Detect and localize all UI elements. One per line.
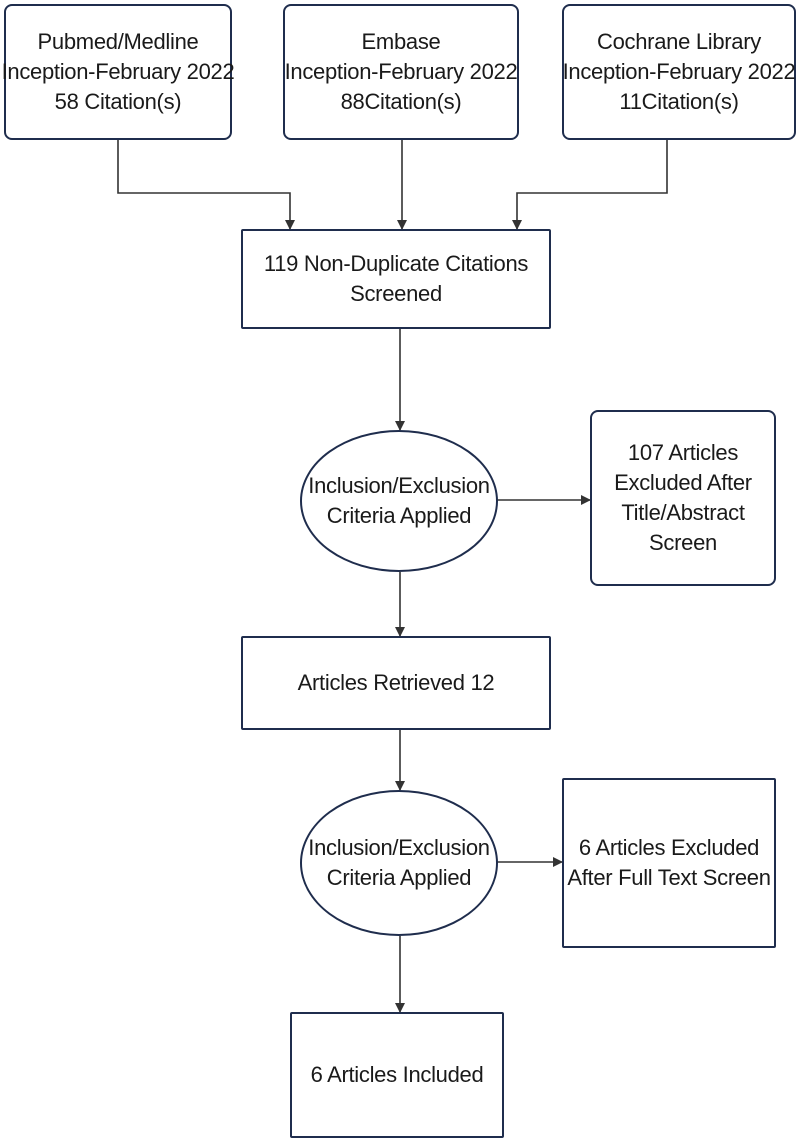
- excluded-1-line-4: Screen: [649, 530, 717, 555]
- source-pubmed-box: Pubmed/Medline Inception-February 2022 5…: [1, 4, 235, 140]
- criteria-1-line-1: Inclusion/Exclusion: [308, 473, 490, 498]
- excluded-2-line-2: After Full Text Screen: [567, 865, 771, 890]
- excluded-2-line-1: 6 Articles Excluded: [578, 835, 760, 860]
- screened-line-2: Screened: [350, 281, 442, 306]
- criteria-applied-oval-1: Inclusion/Exclusion Criteria Applied: [300, 430, 498, 572]
- source-embase-range: Inception-February 2022: [284, 59, 518, 84]
- source-cochrane-name: Cochrane Library: [597, 29, 761, 54]
- criteria-2-line-1: Inclusion/Exclusion: [308, 835, 490, 860]
- excluded-1-line-2: Excluded After: [614, 470, 752, 495]
- excluded-full-text-box: 6 Articles Excluded After Full Text Scre…: [562, 778, 776, 948]
- source-embase-box: Embase Inception-February 2022 88Citatio…: [283, 4, 519, 140]
- source-embase-name: Embase: [361, 29, 441, 54]
- excluded-1-line-1: 107 Articles: [627, 440, 739, 465]
- source-pubmed-name: Pubmed/Medline: [37, 29, 199, 54]
- articles-included-box: 6 Articles Included: [290, 1012, 504, 1138]
- excluded-1-line-3: Title/Abstract: [621, 500, 745, 525]
- source-pubmed-range: Inception-February 2022: [1, 59, 235, 84]
- excluded-title-abstract-box: 107 Articles Excluded After Title/Abstra…: [590, 410, 776, 586]
- screened-box: 119 Non-Duplicate Citations Screened: [241, 229, 551, 329]
- arrow-pubmed-to-screened: [117, 140, 295, 230]
- criteria-2-line-2: Criteria Applied: [326, 865, 472, 890]
- source-cochrane-range: Inception-February 2022: [562, 59, 796, 84]
- criteria-1-line-2: Criteria Applied: [326, 503, 472, 528]
- articles-retrieved-box: Articles Retrieved 12: [241, 636, 551, 730]
- source-pubmed-count: 58 Citation(s): [54, 89, 182, 114]
- source-cochrane-box: Cochrane Library Inception-February 2022…: [562, 4, 796, 140]
- retrieved-label: Articles Retrieved 12: [297, 670, 495, 695]
- included-label: 6 Articles Included: [310, 1062, 484, 1087]
- arrow-cochrane-to-screened: [512, 140, 668, 230]
- criteria-applied-oval-2: Inclusion/Exclusion Criteria Applied: [300, 790, 498, 936]
- screened-line-1: 119 Non-Duplicate Citations: [263, 251, 529, 276]
- source-embase-count: 88Citation(s): [340, 89, 462, 114]
- source-cochrane-count: 11Citation(s): [619, 89, 739, 114]
